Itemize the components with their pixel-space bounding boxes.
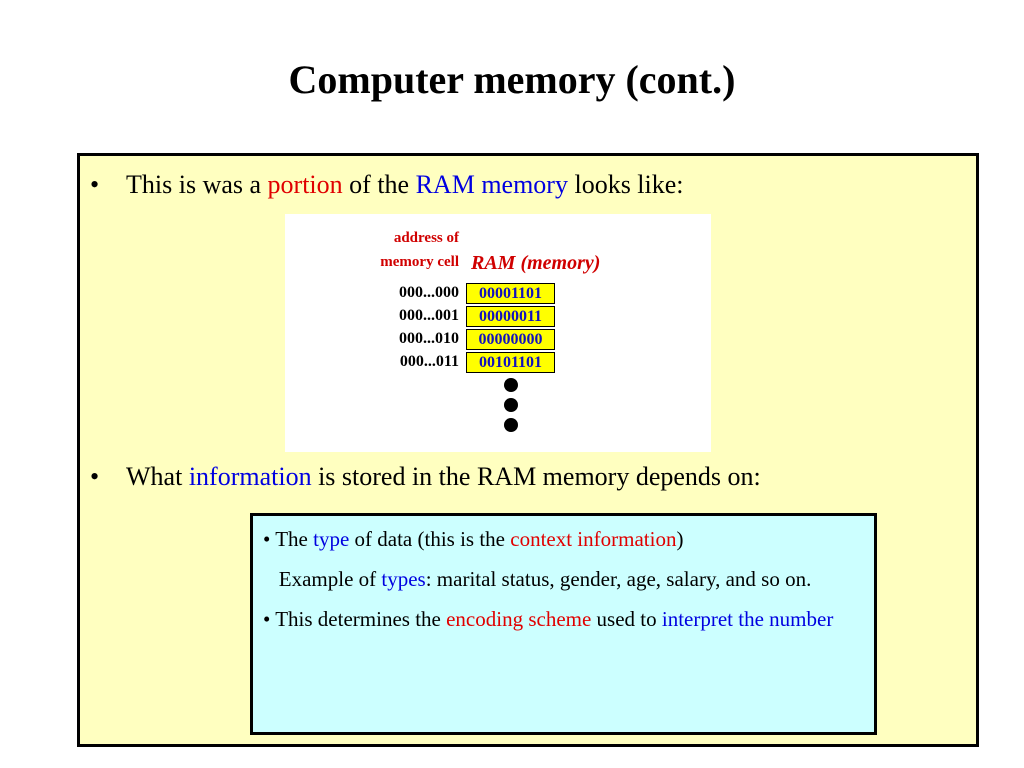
slide-title: Computer memory (cont.) xyxy=(288,57,736,102)
address-1: 000...001 xyxy=(399,307,459,324)
ellipsis-dot-icon xyxy=(504,378,518,392)
bullet-marker: • xyxy=(90,462,100,491)
info-box: • The type of data (this is the context … xyxy=(250,513,877,735)
memory-cell-0: 00001101 xyxy=(466,283,555,304)
ram-memory-figure: address of memory cell RAM (memory) 000.… xyxy=(285,214,711,452)
address-0: 000...000 xyxy=(399,284,459,301)
ellipsis-dot-icon xyxy=(504,418,518,432)
bullet-information-depends: • What information is stored in the RAM m… xyxy=(90,462,761,492)
bullet2-text-3: is stored in the RAM memory depends on: xyxy=(311,462,761,491)
memory-cell-3: 00101101 xyxy=(466,352,555,373)
info1-text-3: of data (this is the xyxy=(349,527,511,551)
info1-text-1: • The xyxy=(263,527,314,551)
memory-cell-1: 00000011 xyxy=(466,306,555,327)
bullet-ram-portion: • This is was a portion of the RAM memory… xyxy=(90,170,684,200)
info1-text-5: ) xyxy=(676,527,684,551)
bullet2-text-1: What xyxy=(126,462,189,491)
info3-highlight-encoding: encoding scheme xyxy=(446,607,592,631)
info2-text-1: Example of xyxy=(263,567,382,591)
address-label-line2: memory cell xyxy=(380,254,459,270)
bullet1-text-3: of the xyxy=(342,170,416,199)
address-3: 000...011 xyxy=(399,353,459,370)
info-line-examples: Example of types: marital status, gender… xyxy=(263,564,864,594)
bullet1-text-1: This is was a xyxy=(126,170,268,199)
bullet-marker: • xyxy=(90,170,100,199)
info1-highlight-context: context information xyxy=(510,527,677,551)
bullet1-highlight-portion: portion xyxy=(267,170,343,199)
ram-label: RAM (memory) xyxy=(471,252,601,274)
info-line-encoding: • This determines the encoding scheme us… xyxy=(263,604,864,634)
memory-cell-2: 00000000 xyxy=(466,329,555,350)
info1-highlight-type: type xyxy=(313,527,350,551)
content-box: • This is was a portion of the RAM memory… xyxy=(77,153,979,747)
bullet1-text-5: looks like: xyxy=(567,170,684,199)
info-line-type: • The type of data (this is the context … xyxy=(263,524,864,554)
info3-text-1: • This determines the xyxy=(263,607,447,631)
info2-highlight-types: types xyxy=(381,567,426,591)
address-2: 000...010 xyxy=(399,330,459,347)
bullet2-highlight-information: information xyxy=(188,462,312,491)
address-label-line1: address of xyxy=(393,230,459,246)
info3-text-3: used to xyxy=(591,607,662,631)
ellipsis-dot-icon xyxy=(504,398,518,412)
info3-highlight-interpret: interpret the number xyxy=(661,607,834,631)
info2-text-3: : marital status, gender, age, salary, a… xyxy=(425,567,812,591)
bullet1-highlight-ram-memory: RAM memory xyxy=(415,170,568,199)
